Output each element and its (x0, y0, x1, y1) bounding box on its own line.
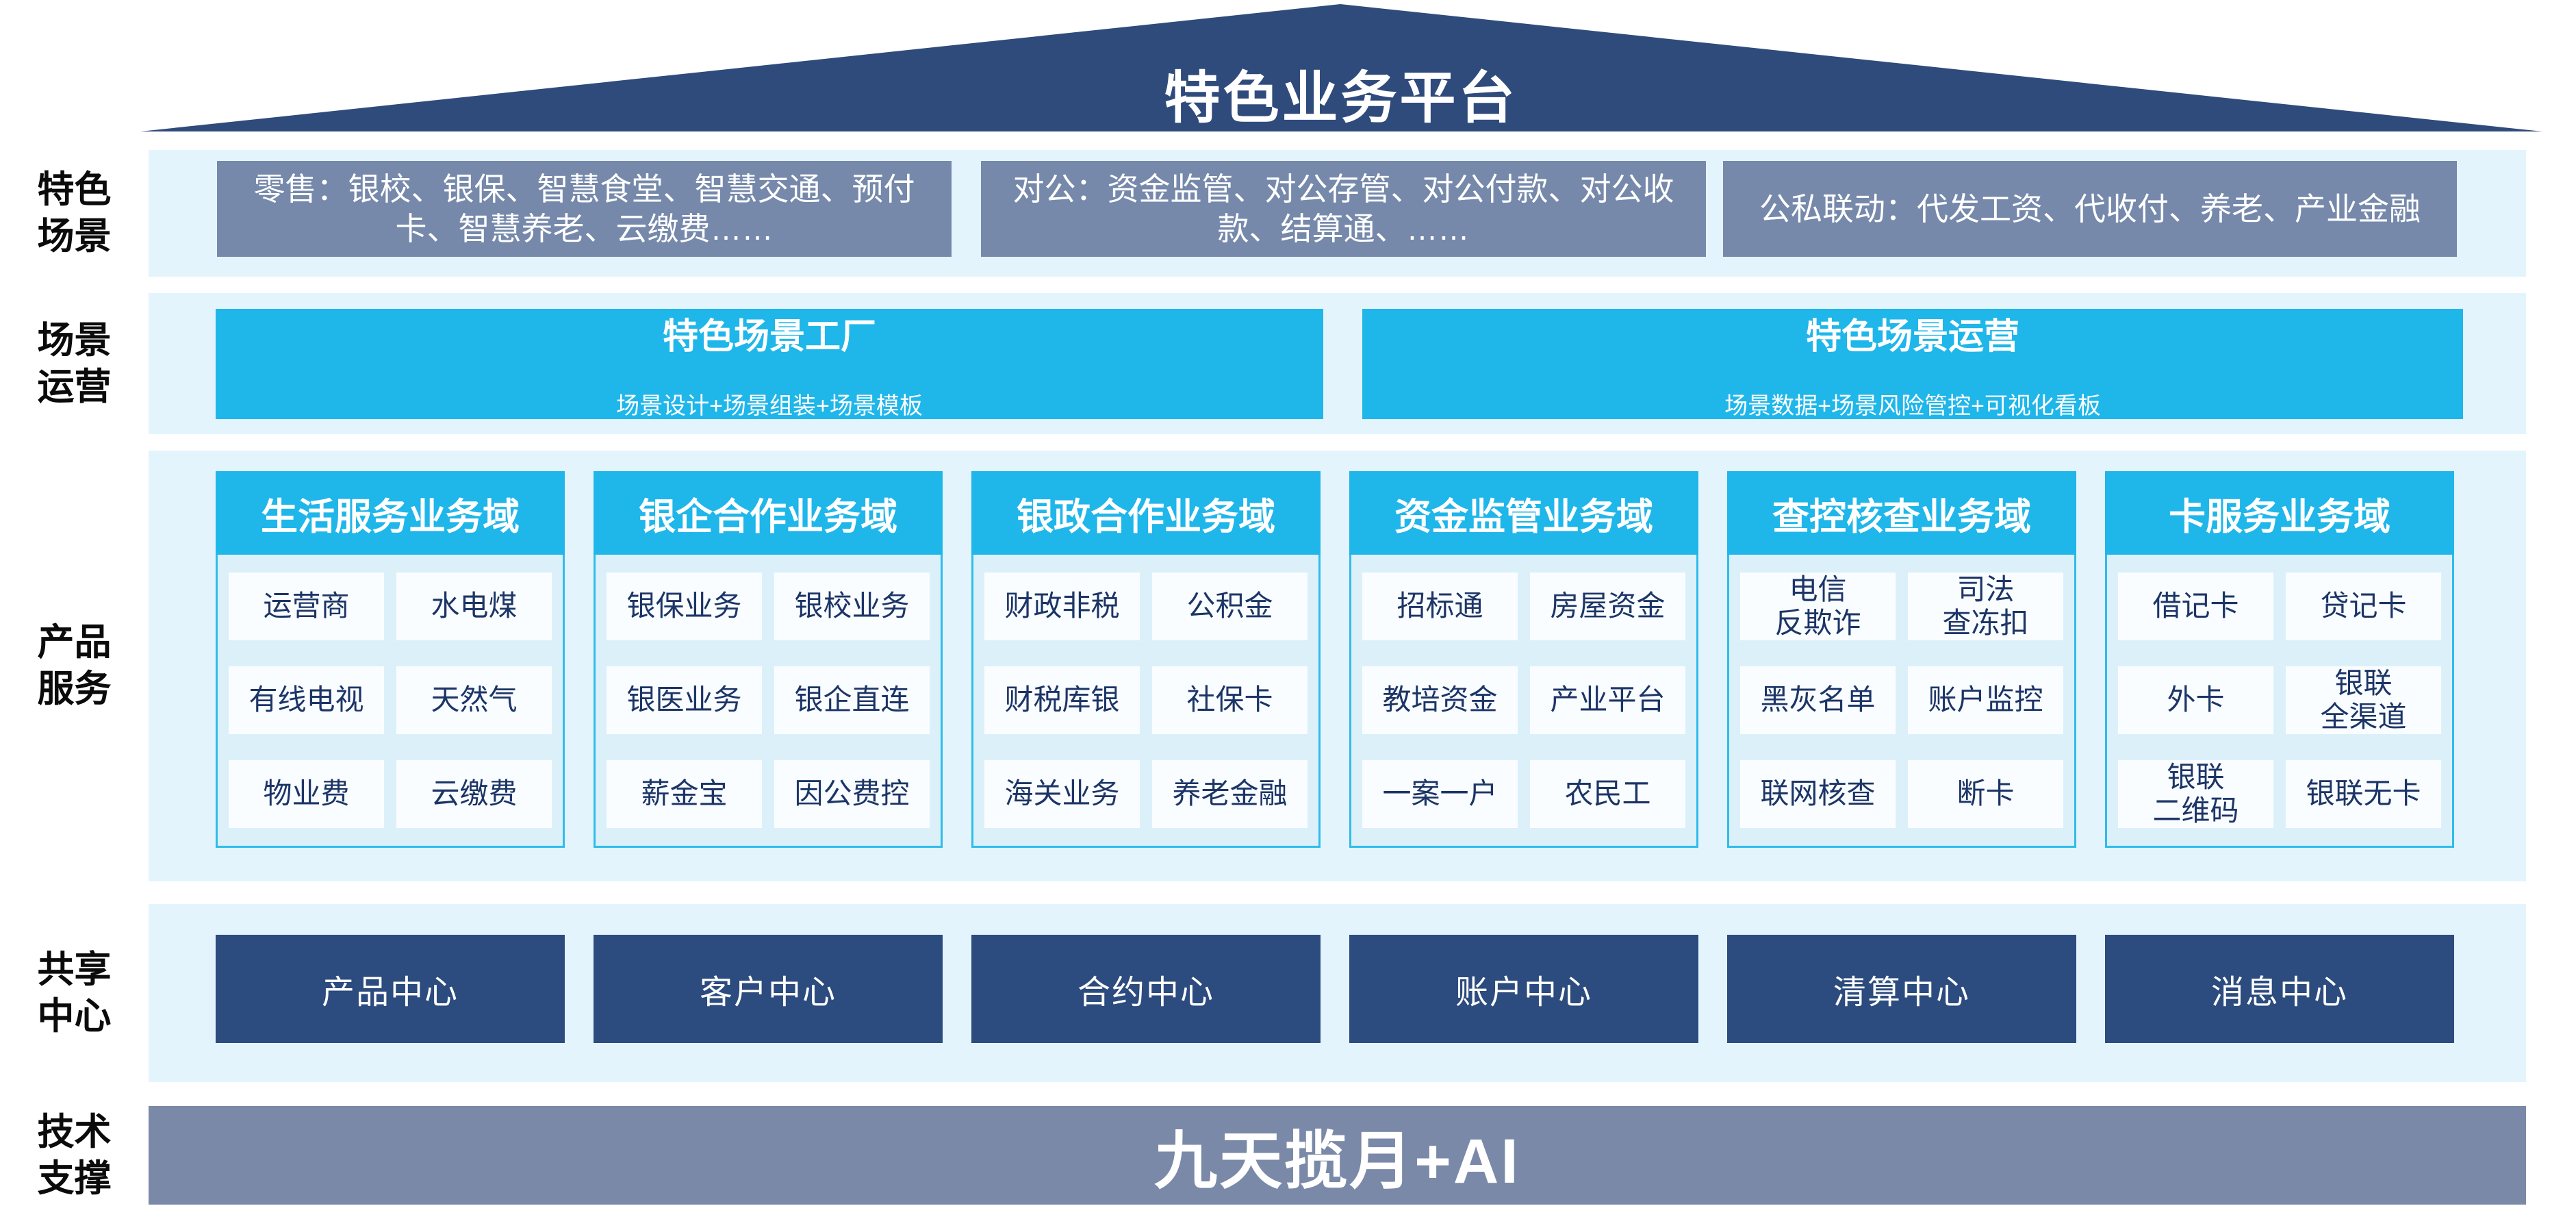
domain-cell: 一案一户 (1362, 760, 1518, 828)
scene-box-retail: 零售：银校、银保、智慧食堂、智慧交通、预付卡、智慧养老、云缴费…… (217, 161, 952, 257)
band-products: 生活服务业务域 运营商 水电煤 有线电视 天然气 物业费 云缴费 银企合作业务域… (149, 451, 2526, 881)
domain-cell: 公积金 (1152, 573, 1308, 640)
domain-cell: 银联无卡 (2286, 760, 2441, 828)
band-operation: 特色场景工厂 场景设计+场景组装+场景模板 特色场景运营 场景数据+场景风险管控… (149, 293, 2526, 434)
domain-cell: 银医业务 (607, 666, 762, 734)
domain-cell: 养老金融 (1152, 760, 1308, 828)
center-box-account: 账户中心 (1349, 935, 1698, 1043)
domain-cell: 天然气 (396, 666, 552, 734)
domain-cell: 银校业务 (774, 573, 930, 640)
center-box-message: 消息中心 (2105, 935, 2454, 1043)
domain-header: 生活服务业务域 (216, 471, 565, 555)
domain-cell: 外卡 (2118, 666, 2273, 734)
domain-cell: 社保卡 (1152, 666, 1308, 734)
domain-cell: 农民工 (1530, 760, 1685, 828)
center-box-contract: 合约中心 (971, 935, 1321, 1043)
domain-cell: 断卡 (1908, 760, 2063, 828)
row-label-tech: 技术 支撑 (37, 1111, 112, 1199)
domain-cell: 有线电视 (229, 666, 384, 734)
domain-cell: 司法 查冻扣 (1908, 573, 2063, 640)
domain-body: 运营商 水电煤 有线电视 天然气 物业费 云缴费 (216, 555, 565, 848)
domain-cell: 教培资金 (1362, 666, 1518, 734)
operation-box-title: 特色场景运营 (1805, 317, 2019, 357)
domain-body: 银保业务 银校业务 银医业务 银企直连 薪金宝 因公费控 (594, 555, 943, 848)
domain-cell: 银企直连 (774, 666, 930, 734)
domain-cell: 水电煤 (396, 573, 552, 640)
center-box-clearing: 清算中心 (1727, 935, 2076, 1043)
domain-cell: 招标通 (1362, 573, 1518, 640)
domain-cell: 借记卡 (2118, 573, 2273, 640)
domain-body: 借记卡 贷记卡 外卡 银联 全渠道 银联 二维码 银联无卡 (2105, 555, 2454, 848)
domain-cell: 银联 全渠道 (2286, 666, 2441, 734)
domain-cell: 联网核查 (1740, 760, 1896, 828)
domain-cell: 产业平台 (1530, 666, 1685, 734)
tech-support-bar: 九天揽月+AI (149, 1106, 2526, 1205)
row-label-centers: 共享 中心 (37, 948, 112, 1037)
domain-cell: 薪金宝 (607, 760, 762, 828)
domain-cell: 电信 反欺诈 (1740, 573, 1896, 640)
domain-cell: 黑灰名单 (1740, 666, 1896, 734)
domain-column-life-services: 生活服务业务域 运营商 水电煤 有线电视 天然气 物业费 云缴费 (216, 471, 565, 848)
domain-cell: 运营商 (229, 573, 384, 640)
row-label-scenes: 特色 场景 (37, 168, 112, 257)
domain-cell: 财税库银 (984, 666, 1140, 734)
roof-shape (140, 4, 2542, 131)
domain-header: 查控核查业务域 (1727, 471, 2076, 555)
center-box-customer: 客户中心 (594, 935, 943, 1043)
domain-cell: 银保业务 (607, 573, 762, 640)
domain-column-bank-enterprise: 银企合作业务域 银保业务 银校业务 银医业务 银企直连 薪金宝 因公费控 (594, 471, 943, 848)
scene-box-corporate: 对公：资金监管、对公存管、对公付款、对公收款、结算通、…… (981, 161, 1706, 257)
domain-cell: 财政非税 (984, 573, 1140, 640)
domain-header: 银政合作业务域 (971, 471, 1321, 555)
domain-body: 电信 反欺诈 司法 查冻扣 黑灰名单 账户监控 联网核查 断卡 (1727, 555, 2076, 848)
domain-cell: 贷记卡 (2286, 573, 2441, 640)
domain-cell: 账户监控 (1908, 666, 2063, 734)
center-box-product: 产品中心 (216, 935, 565, 1043)
band-centers: 产品中心 客户中心 合约中心 账户中心 清算中心 消息中心 (149, 904, 2526, 1082)
domain-body: 招标通 房屋资金 教培资金 产业平台 一案一户 农民工 (1349, 555, 1698, 848)
domain-header: 卡服务业务域 (2105, 471, 2454, 555)
domain-cell: 银联 二维码 (2118, 760, 2273, 828)
operation-box-operation: 特色场景运营 场景数据+场景风险管控+可视化看板 (1362, 309, 2463, 419)
operation-box-subtitle: 场景数据+场景风险管控+可视化看板 (1724, 393, 2101, 419)
domain-cell: 海关业务 (984, 760, 1140, 828)
domain-body: 财政非税 公积金 财税库银 社保卡 海关业务 养老金融 (971, 555, 1321, 848)
domain-header: 银企合作业务域 (594, 471, 943, 555)
operation-box-title: 特色场景工厂 (662, 317, 876, 357)
domain-cell: 物业费 (229, 760, 384, 828)
platform-title: 特色业务平台 (1164, 67, 1518, 129)
domain-column-bank-government: 银政合作业务域 财政非税 公积金 财税库银 社保卡 海关业务 养老金融 (971, 471, 1321, 848)
operation-box-subtitle: 场景设计+场景组装+场景模板 (616, 393, 923, 419)
domain-column-fund-supervision: 资金监管业务域 招标通 房屋资金 教培资金 产业平台 一案一户 农民工 (1349, 471, 1698, 848)
domain-cell: 房屋资金 (1530, 573, 1685, 640)
band-scenes: 零售：银校、银保、智慧食堂、智慧交通、预付卡、智慧养老、云缴费…… 对公：资金监… (149, 150, 2526, 277)
domain-header: 资金监管业务域 (1349, 471, 1698, 555)
scene-box-public-private: 公私联动：代发工资、代收付、养老、产业金融 (1723, 161, 2457, 257)
domain-column-inquiry-control: 查控核查业务域 电信 反欺诈 司法 查冻扣 黑灰名单 账户监控 联网核查 断卡 (1727, 471, 2076, 848)
domain-column-card-services: 卡服务业务域 借记卡 贷记卡 外卡 银联 全渠道 银联 二维码 银联无卡 (2105, 471, 2454, 848)
domain-cell: 因公费控 (774, 760, 930, 828)
domain-cell: 云缴费 (396, 760, 552, 828)
operation-box-factory: 特色场景工厂 场景设计+场景组装+场景模板 (216, 309, 1323, 419)
row-label-products: 产品 服务 (37, 621, 112, 709)
row-label-operation: 场景 运营 (37, 319, 112, 407)
